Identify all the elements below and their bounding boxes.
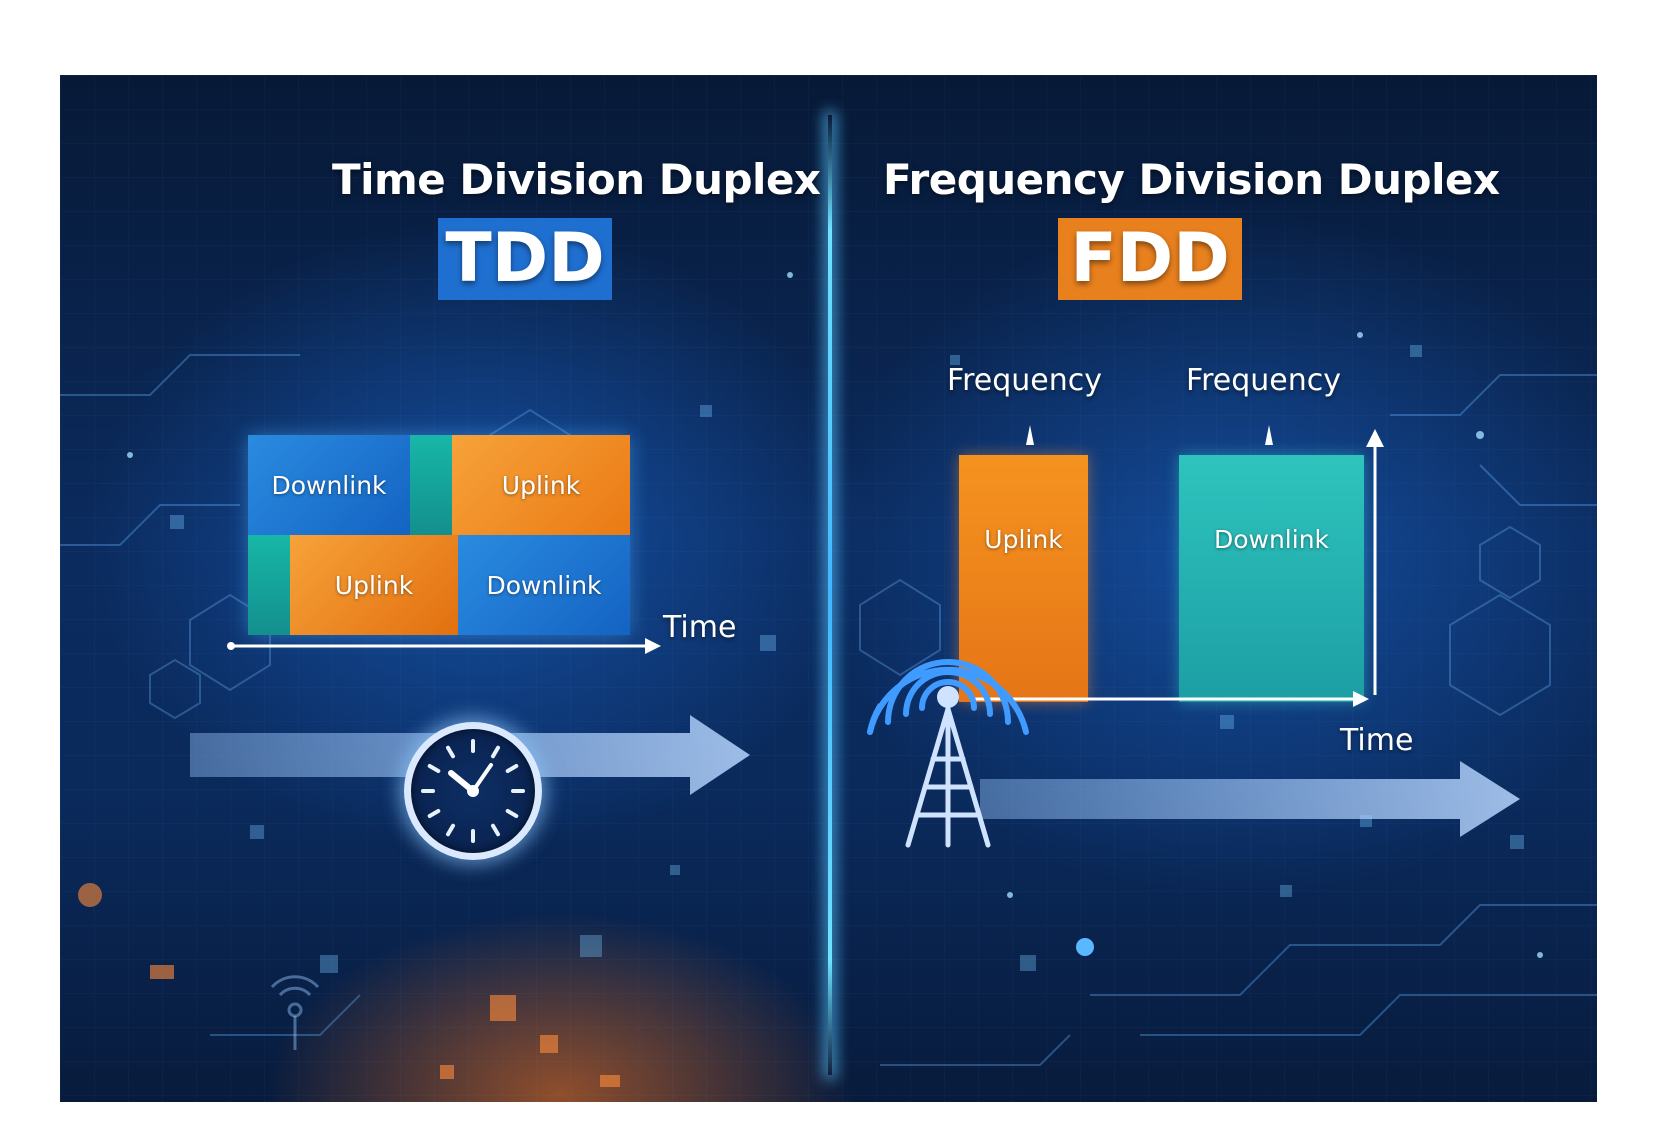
center-divider bbox=[828, 115, 832, 1075]
fdd-time-flow-arrow bbox=[980, 761, 1520, 837]
cell-tower-icon bbox=[905, 686, 991, 848]
diagram-scene: Time Division Duplex TDD Downlink Uplink… bbox=[60, 75, 1597, 1102]
tdd-uplink-slot-top: Uplink bbox=[452, 435, 630, 535]
signal-waves-icon bbox=[867, 659, 1029, 735]
tdd-downlink-slot-bottom: Downlink bbox=[458, 535, 630, 635]
fdd-frequency-label-left: Frequency bbox=[947, 363, 1102, 398]
fdd-badge: FDD bbox=[1058, 218, 1242, 300]
tdd-downlink-slot-top: Downlink bbox=[248, 435, 410, 535]
tdd-time-label: Time bbox=[663, 610, 737, 645]
fdd-frequency-label-right: Frequency bbox=[1186, 363, 1341, 398]
tdd-guard-period-top bbox=[410, 435, 452, 535]
tdd-uplink-slot-bottom: Uplink bbox=[290, 535, 458, 635]
fdd-title: Frequency Division Duplex bbox=[883, 155, 1500, 204]
fdd-downlink-band: Downlink bbox=[1179, 455, 1364, 702]
fdd-axes bbox=[970, 429, 1384, 707]
tdd-badge: TDD bbox=[438, 218, 612, 300]
tdd-guard-period-bottom bbox=[248, 535, 290, 635]
tdd-time-axis bbox=[227, 638, 661, 654]
tdd-title: Time Division Duplex bbox=[332, 155, 821, 204]
tdd-frame-grid: Downlink Uplink Uplink Downlink bbox=[248, 435, 630, 635]
clock-icon bbox=[404, 722, 542, 860]
fdd-time-label: Time bbox=[1340, 723, 1414, 758]
fdd-frequency-marker-right bbox=[1265, 425, 1273, 445]
fdd-uplink-band: Uplink bbox=[959, 455, 1088, 702]
fdd-frequency-marker-left bbox=[1026, 425, 1034, 445]
